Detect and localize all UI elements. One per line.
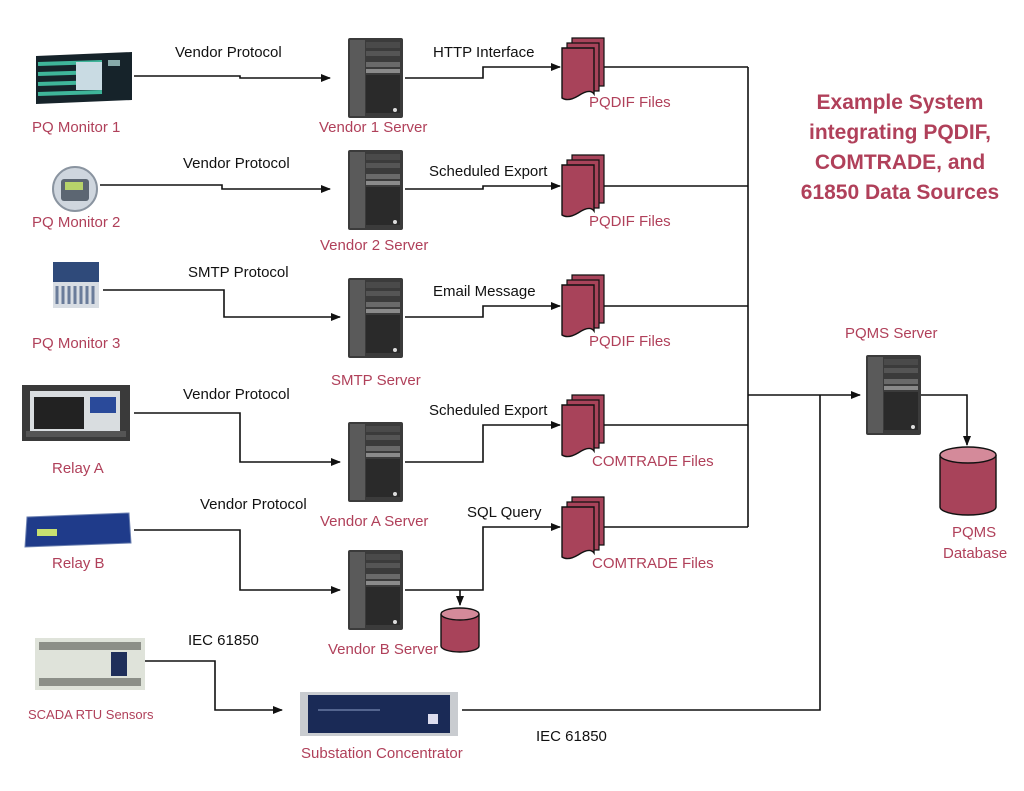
edge-label-sb: SQL Query — [467, 504, 542, 521]
edge-label-s3: Email Message — [433, 283, 536, 300]
relay-a-icon — [22, 385, 130, 441]
relay-a-label: Relay A — [52, 460, 104, 477]
edge-label-sa: Scheduled Export — [429, 402, 548, 419]
link-sa — [405, 421, 561, 463]
comtrade-files-2-label: COMTRADE Files — [592, 555, 714, 572]
link-sb — [405, 523, 561, 591]
edge-label-m3: SMTP Protocol — [188, 264, 289, 281]
link-s3 — [405, 302, 561, 318]
edge-label-rb: Vendor Protocol — [200, 496, 307, 513]
pqdif-files-1-label: PQDIF Files — [589, 94, 671, 111]
pqdif-files-3-icon — [561, 274, 605, 338]
pq-monitor-3-label: PQ Monitor 3 — [32, 335, 121, 352]
comtrade-files-1-icon — [561, 394, 605, 458]
vendor-2-server-label: Vendor 2 Server — [320, 237, 429, 254]
pqms-database-icon — [939, 446, 997, 516]
substation-concentrator-label: Substation Concentrator — [301, 745, 463, 762]
edge-label-m1: Vendor Protocol — [175, 44, 282, 61]
relay-b-icon — [24, 512, 132, 548]
link-ra — [134, 412, 341, 466]
pqms-server-icon — [866, 355, 921, 435]
link-pqms-db — [918, 394, 971, 446]
vendor-b-server-label: Vendor B Server — [328, 641, 439, 658]
vendor-b-database-icon — [440, 607, 480, 653]
link-m2 — [100, 184, 331, 193]
smtp-server-icon — [348, 278, 403, 358]
comtrade-files-2-icon — [561, 496, 605, 560]
pqdif-files-1-icon — [561, 37, 605, 101]
edge-label-scada: IEC 61850 — [188, 632, 259, 649]
vendor-b-server-icon — [348, 550, 403, 630]
pqdif-files-2-label: PQDIF Files — [589, 213, 671, 230]
edge-label-m2: Vendor Protocol — [183, 155, 290, 172]
link-concentrator — [462, 395, 821, 711]
pq-monitor-1-label: PQ Monitor 1 — [32, 119, 121, 136]
scada-label: SCADA RTU Sensors — [28, 707, 154, 722]
vendor-a-server-icon — [348, 422, 403, 502]
link-scada — [98, 660, 283, 714]
relay-b-label: Relay B — [52, 555, 105, 572]
pq-monitor-2-label: PQ Monitor 2 — [32, 214, 121, 231]
vendor-a-server-label: Vendor A Server — [320, 513, 429, 530]
link-s1 — [405, 63, 561, 79]
pqms-database-label-1: PQMS — [952, 524, 997, 541]
title-line-3: COMTRADE, and — [814, 151, 986, 174]
title-line-1: Example System — [816, 91, 984, 114]
scada-rtu-icon — [35, 638, 145, 690]
link-rb — [134, 529, 341, 594]
title-line-4: 61850 Data Sources — [800, 181, 1000, 204]
vendor-2-server-icon — [348, 150, 403, 230]
link-s2 — [405, 182, 561, 190]
edge-label-s1: HTTP Interface — [433, 44, 535, 61]
pqms-database-label-2: Database — [943, 545, 1008, 562]
pq-monitor-2-icon — [52, 166, 98, 212]
link-m1 — [134, 74, 331, 82]
vendor-1-server-label: Vendor 1 Server — [319, 119, 428, 136]
diagram-title: Example System integrating PQDIF, COMTRA… — [780, 88, 1020, 208]
pq-monitor-1-icon — [36, 52, 132, 104]
smtp-server-label: SMTP Server — [331, 372, 421, 389]
link-m3 — [103, 289, 341, 321]
pq-monitor-3-icon — [53, 262, 99, 308]
substation-concentrator-icon — [300, 692, 458, 736]
title-line-2: integrating PQDIF, — [808, 121, 991, 144]
edge-label-s2: Scheduled Export — [429, 163, 548, 180]
comtrade-files-1-label: COMTRADE Files — [592, 453, 714, 470]
pqdif-files-3-label: PQDIF Files — [589, 333, 671, 350]
pqdif-files-2-icon — [561, 154, 605, 218]
edge-label-ra: Vendor Protocol — [183, 386, 290, 403]
edge-label-concentrator: IEC 61850 — [536, 728, 607, 745]
pqms-server-label: PQMS Server — [845, 325, 938, 342]
vendor-1-server-icon — [348, 38, 403, 118]
